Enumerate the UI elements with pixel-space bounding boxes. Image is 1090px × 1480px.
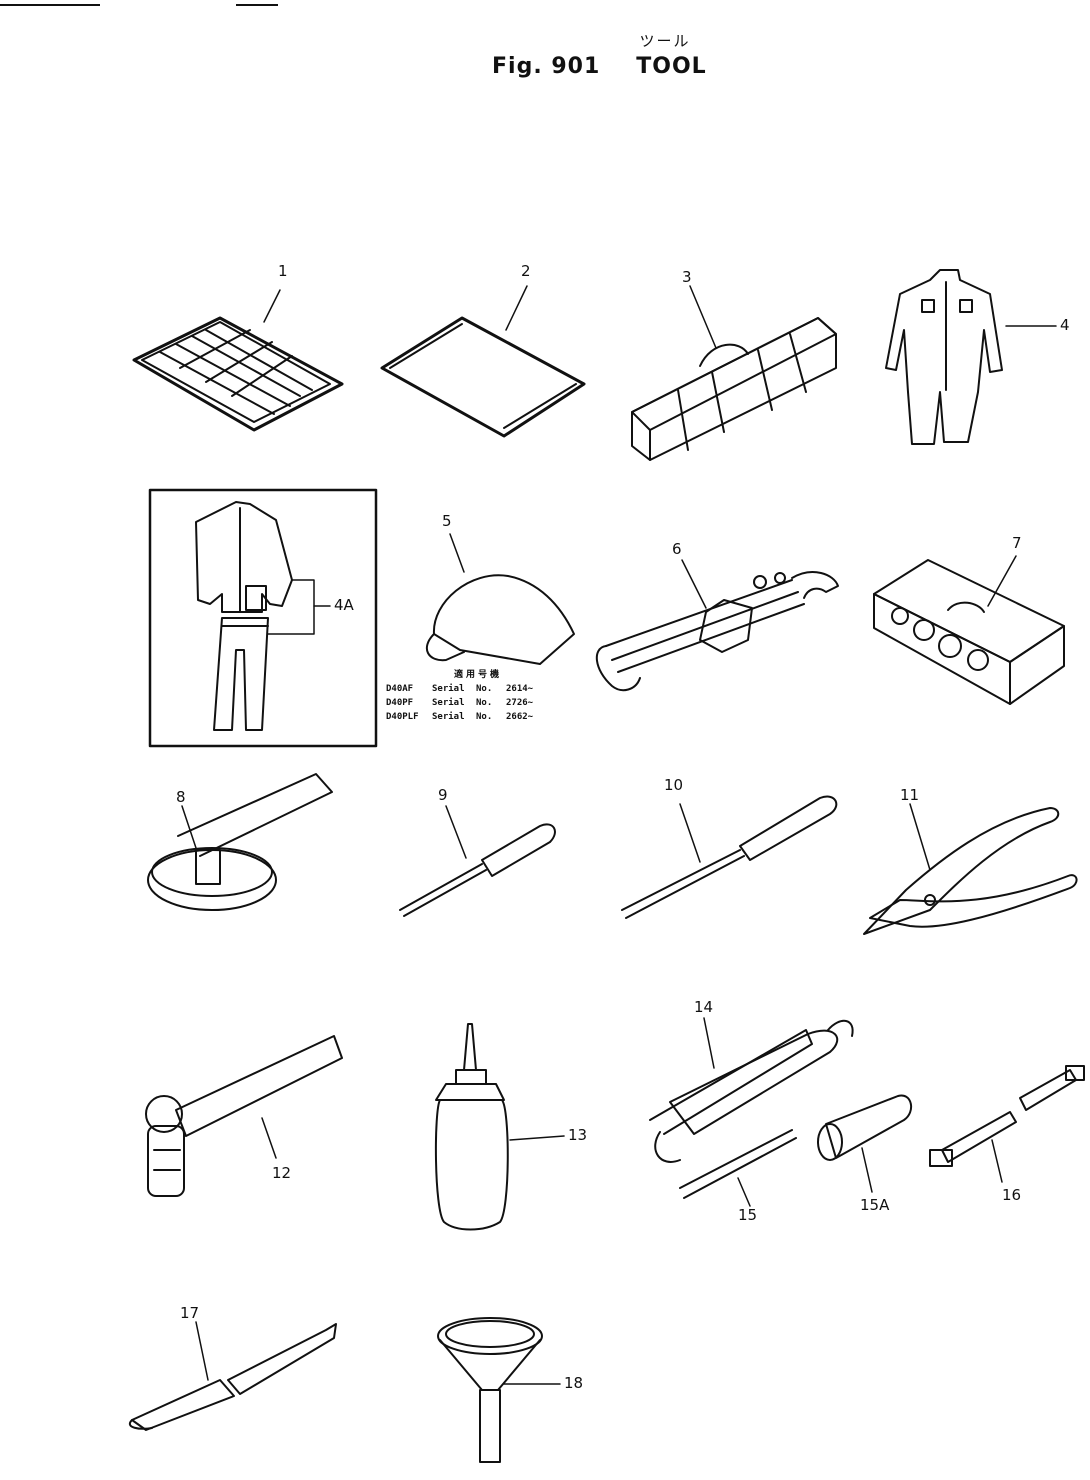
- serial-row: D40PF Serial No. 2726~: [386, 696, 533, 710]
- serial-no: No.: [476, 712, 493, 722]
- callout-14: 14: [694, 998, 714, 1016]
- figure-title: Fig. 901 TOOL: [492, 54, 707, 79]
- item-14-grease-gun: [649, 1017, 854, 1163]
- item-9-screwdriver: [399, 805, 556, 917]
- serial-label: Serial: [432, 712, 465, 722]
- serial-no: No.: [476, 684, 493, 694]
- serial-range: 2726~: [506, 698, 534, 708]
- item-6-wrench-set: [596, 559, 839, 692]
- item-4-coverall: [885, 269, 1057, 445]
- top-rule-left: [0, 4, 100, 6]
- item-3-tool-bag: [631, 285, 837, 461]
- top-rule-mid: [236, 4, 278, 6]
- serial-row: D40AF Serial No. 2614~: [386, 682, 533, 696]
- item-2-manual: [380, 285, 586, 438]
- serial-range: 2662~: [506, 712, 534, 722]
- item-15-pipe: [679, 1129, 797, 1207]
- item-18-funnel: [437, 1317, 561, 1463]
- callout-6: 6: [672, 540, 682, 558]
- serial-no: No.: [476, 698, 493, 708]
- callout-5: 5: [442, 512, 452, 530]
- callout-17: 17: [180, 1304, 200, 1322]
- callout-4a: 4A: [334, 596, 354, 614]
- callout-1: 1: [278, 262, 288, 280]
- callout-7: 7: [1012, 534, 1022, 552]
- item-5-cap: [425, 533, 575, 665]
- callout-8: 8: [176, 788, 186, 806]
- item-17-pry-bar: [129, 1321, 337, 1431]
- serial-range: 2614~: [506, 684, 534, 694]
- item-11-pliers: [863, 803, 1078, 935]
- item-12-hammer: [145, 1035, 343, 1197]
- callout-10: 10: [664, 776, 684, 794]
- serial-model: D40PF: [386, 698, 414, 708]
- title-kana: ツール: [639, 32, 691, 50]
- callout-2: 2: [521, 262, 531, 280]
- item-8-filter-wrench: [147, 773, 333, 911]
- serial-label: Serial: [432, 684, 465, 694]
- serial-model: D40AF: [386, 684, 414, 694]
- item-1-chart-sheet: [132, 289, 344, 432]
- figure-number: Fig. 901: [492, 54, 601, 79]
- callout-15a: 15A: [860, 1196, 890, 1214]
- callout-11: 11: [900, 786, 920, 804]
- callout-13: 13: [568, 1126, 588, 1144]
- item-16-nozzle: [929, 1065, 1085, 1183]
- callout-3: 3: [682, 268, 692, 286]
- callout-4: 4: [1060, 316, 1070, 334]
- callout-18: 18: [564, 1374, 584, 1392]
- item-7-socket-box: [873, 555, 1065, 705]
- figure-name: TOOL: [636, 54, 707, 79]
- serial-model: D40PLF: [386, 712, 419, 722]
- item-15a-cartridge: [817, 1094, 913, 1193]
- callout-15: 15: [738, 1206, 758, 1224]
- item-13-oiler: [434, 1023, 565, 1231]
- callout-9: 9: [438, 786, 448, 804]
- serial-label: Serial: [432, 698, 465, 708]
- serial-row: D40PLF Serial No. 2662~: [386, 710, 533, 724]
- serial-table-header: 適用号機: [454, 670, 503, 680]
- callout-16: 16: [1002, 1186, 1022, 1204]
- item-4a-work-suit: [148, 488, 378, 748]
- item-10-screwdriver: [621, 795, 838, 919]
- callout-12: 12: [272, 1164, 292, 1182]
